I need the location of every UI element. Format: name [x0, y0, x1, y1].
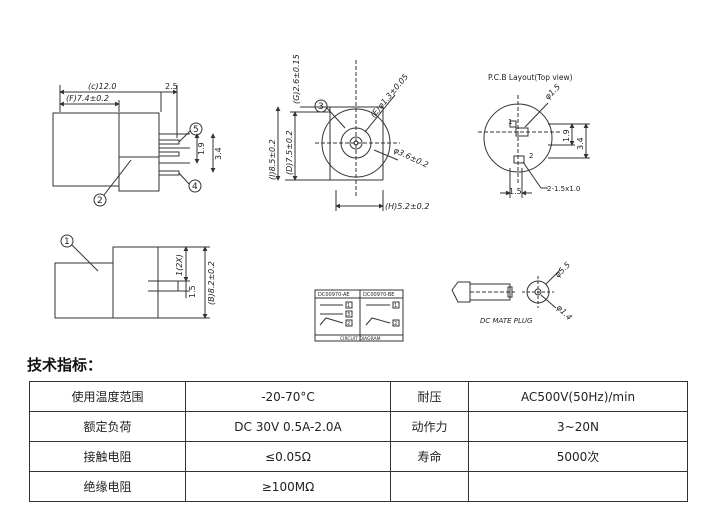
round-dim-phi: φ3.6±0.2: [392, 146, 430, 170]
round-dim-h: (H)5.2±0.2: [385, 202, 429, 211]
front-dim-25: 2.5: [165, 82, 178, 91]
spec-value: AC500V(50Hz)/min: [468, 381, 688, 412]
plug-caption: DC MATE PLUG: [480, 317, 533, 325]
pcb-dim15: 1.5: [509, 187, 522, 196]
spec-key: 动作力: [390, 411, 469, 442]
plug-d2: φ1.4: [555, 303, 574, 322]
circuit-left-3: 3: [347, 312, 350, 318]
front-view: [52, 85, 216, 207]
dc-mate-plug: [451, 269, 561, 309]
round-dim-d: (D)7.5±0.2: [285, 130, 294, 175]
pcb-slot-spec: 2-1.5x1.0: [547, 185, 580, 193]
pin-3-label: 3: [318, 102, 324, 112]
front-dim-34: 3.4: [214, 147, 223, 160]
table-row: 绝缘电阻 ≥100MΩ: [29, 471, 688, 502]
spec-key: 寿命: [390, 441, 469, 472]
pin-4-label: 4: [192, 182, 198, 192]
spec-value: ≤0.05Ω: [185, 441, 391, 472]
spec-key: 绝缘电阻: [29, 471, 186, 502]
side-dim-15: 1.5: [188, 285, 197, 298]
pcb-dim19: 1.9: [562, 129, 571, 142]
spec-key: 耐压: [390, 381, 469, 412]
front-dim-f: (F)7.4±0.2: [66, 94, 109, 103]
side-dim-2x: 1(2X): [175, 254, 184, 276]
circuit-right-title: DC00970-BE: [363, 292, 394, 298]
table-row: 接触电阻 ≤0.05Ω 寿命 5000次: [29, 441, 688, 472]
round-dim-top: (G)2.6±0.15: [292, 54, 301, 104]
front-dim-19: 1.9: [197, 142, 206, 155]
spec-table: 使用温度范围 -20-70°C 耐压 AC500V(50Hz)/min 额定负荷…: [29, 381, 688, 502]
side-view: [54, 234, 210, 319]
spec-value: [468, 471, 688, 502]
front-dim-c: (c)12.0: [88, 82, 116, 91]
pcb-phi15: φ1.5: [543, 82, 562, 101]
table-row: 额定负荷 DC 30V 0.5A-2.0A 动作力 3~20N: [29, 411, 688, 442]
circuit-caption: CIRCUIT DIAGRAM: [340, 336, 381, 342]
spec-key: 使用温度范围: [29, 381, 186, 412]
circuit-left-title: DC00970-AE: [318, 292, 350, 298]
technical-drawing: (c)12.0 2.5 (F)7.4±0.2 1.9 3.4 5 4 2 (G)…: [52, 54, 590, 342]
round-dim-e: (E)φ1.3±0.05: [369, 72, 410, 119]
circuit-left-1: 1: [347, 303, 350, 309]
circuit-right-2: 2: [394, 321, 397, 327]
spec-key: 接触电阻: [29, 441, 186, 472]
spec-value: ≥100MΩ: [185, 471, 391, 502]
pcb-layout: [478, 95, 590, 198]
spec-value: 5000次: [468, 441, 688, 472]
round-dim-i: (I)8.5±0.2: [268, 139, 277, 180]
pcb-dim34: 3.4: [576, 137, 585, 150]
circuit-diagram: [314, 289, 404, 342]
pcb-pad-1: 1: [508, 118, 512, 126]
spec-value: -20-70°C: [185, 381, 391, 412]
pin-1-label: 1: [64, 237, 70, 247]
plug-d1: φ5.5: [553, 260, 572, 279]
spec-key: 额定负荷: [29, 411, 186, 442]
pcb-title: P.C.B Layout(Top view): [488, 73, 573, 82]
side-dim-b: (B)8.2±0.2: [207, 261, 216, 305]
circuit-left-2: 2: [347, 321, 350, 327]
circuit-right-1: 1: [394, 303, 397, 309]
round-view: [275, 60, 400, 211]
pin-5-label: 5: [193, 125, 199, 135]
table-row: 使用温度范围 -20-70°C 耐压 AC500V(50Hz)/min: [29, 381, 688, 412]
spec-heading: 技术指标：: [27, 356, 103, 374]
spec-value: 3~20N: [468, 411, 688, 442]
pcb-pad-2: 2: [529, 152, 533, 160]
spec-key: [390, 471, 469, 502]
pin-2-label: 2: [97, 196, 103, 206]
spec-value: DC 30V 0.5A-2.0A: [185, 411, 391, 442]
